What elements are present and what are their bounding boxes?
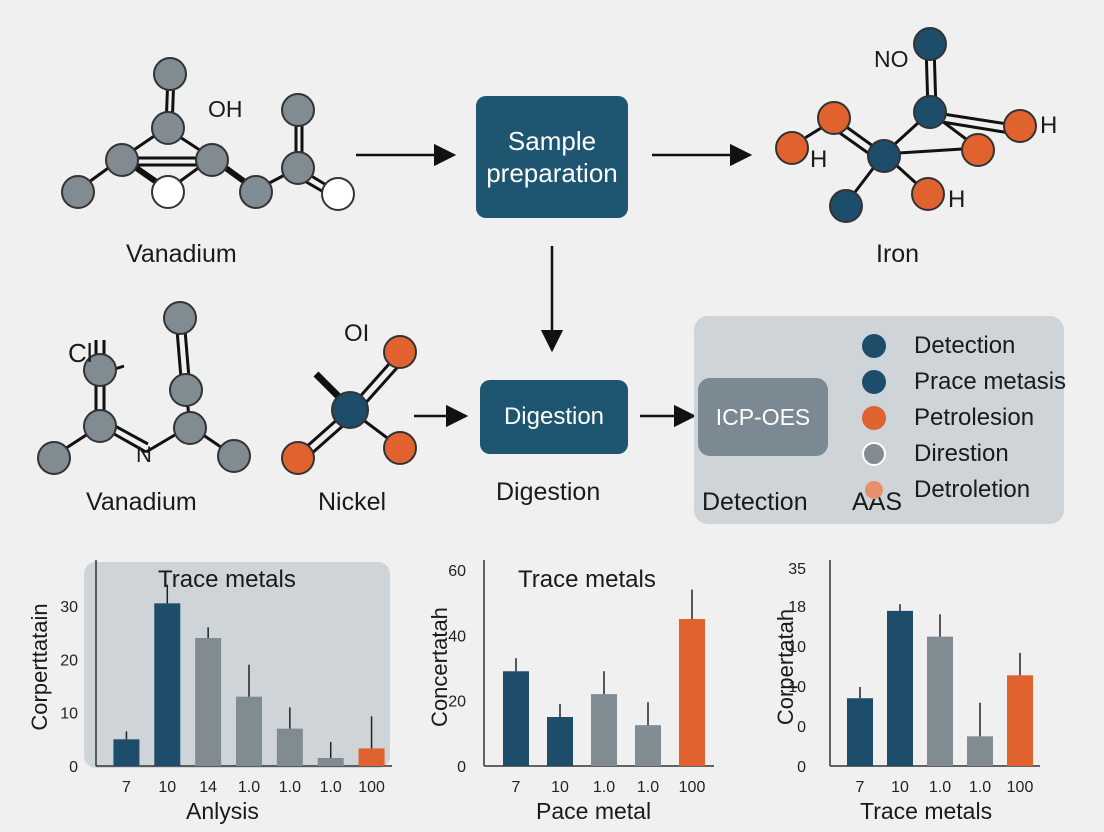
x-tick-label: 10 bbox=[158, 779, 176, 796]
legend-item: Detroletion bbox=[862, 476, 1030, 504]
x-tick-label: 1.0 bbox=[238, 779, 260, 796]
icp-oes-box: ICP-OES bbox=[698, 378, 828, 456]
vanadium-label-mid: Vanadium bbox=[86, 488, 197, 516]
nickel-label: Nickel bbox=[318, 488, 387, 516]
legend-label: Detection bbox=[914, 332, 1016, 359]
x-tick-label: 10 bbox=[551, 779, 569, 796]
legend-item: Detection bbox=[862, 332, 1015, 360]
flow-arrows bbox=[356, 143, 753, 428]
x-tick-label: 1.0 bbox=[969, 779, 991, 796]
legend-dot-icon bbox=[862, 370, 886, 394]
bar bbox=[358, 748, 385, 766]
bar bbox=[547, 717, 573, 766]
chart-1-xlabel: Anlysis bbox=[186, 798, 259, 824]
legend-label: Detroletion bbox=[914, 476, 1031, 503]
bar bbox=[317, 758, 344, 766]
y-tick-label: 18 bbox=[788, 599, 806, 616]
oi-label: OI bbox=[344, 320, 370, 347]
x-tick-label: 1.0 bbox=[593, 779, 615, 796]
chart-2: 0 20 40 60 7 10 1.0 1.0 100 bbox=[448, 560, 714, 796]
x-tick-label: 1.0 bbox=[320, 779, 342, 796]
x-tick-label: 1.0 bbox=[279, 779, 301, 796]
x-tick-label: 1.0 bbox=[637, 779, 659, 796]
digestion-label: Digestion bbox=[496, 478, 601, 506]
x-tick-label: 7 bbox=[512, 779, 521, 796]
bar bbox=[591, 694, 617, 766]
y-tick-label: 30 bbox=[60, 599, 78, 616]
chart-3-ylabel: Corpertatah bbox=[773, 608, 798, 726]
bar bbox=[236, 696, 262, 766]
legend-item: Direstion bbox=[862, 440, 1009, 468]
detection-label: Detection bbox=[702, 488, 808, 516]
h-label-left: H bbox=[810, 146, 828, 173]
x-tick-label: 1.0 bbox=[929, 779, 951, 796]
y-tick-label: 0 bbox=[457, 759, 466, 776]
x-tick-label: 10 bbox=[891, 779, 909, 796]
bar bbox=[967, 736, 993, 766]
y-tick-label: 40 bbox=[448, 628, 466, 645]
chart-2-title: Trace metals bbox=[518, 566, 656, 593]
bar bbox=[154, 603, 181, 766]
bar bbox=[887, 610, 913, 766]
x-tick-label: 7 bbox=[122, 779, 131, 796]
cl-label: Cl bbox=[68, 338, 93, 368]
chart-2-xlabel: Pace metal bbox=[536, 798, 652, 824]
digestion-box: Digestion bbox=[480, 380, 628, 454]
bar bbox=[927, 636, 953, 766]
iron-label: Iron bbox=[876, 240, 920, 268]
vanadium-label-top: Vanadium bbox=[126, 240, 237, 268]
legend-dot-icon bbox=[865, 481, 883, 499]
legend-dot-icon bbox=[862, 334, 886, 358]
bar bbox=[679, 619, 705, 766]
x-tick-label: 14 bbox=[199, 779, 217, 796]
sample-preparation-box: Sample preparation bbox=[476, 96, 628, 218]
y-tick-label: 10 bbox=[60, 706, 78, 723]
h-label-right: H bbox=[1040, 112, 1058, 139]
y-tick-label: 20 bbox=[448, 694, 466, 711]
y-tick-label: 60 bbox=[448, 563, 466, 580]
bar bbox=[1007, 675, 1033, 766]
legend-item: Prace metasis bbox=[862, 368, 1066, 396]
legend-label: Petrolesion bbox=[914, 404, 1035, 431]
bar bbox=[113, 739, 140, 766]
y-tick-label: 20 bbox=[60, 652, 78, 669]
n-label: N bbox=[136, 442, 152, 467]
legend-label: Direstion bbox=[914, 440, 1009, 467]
legend-dot-icon bbox=[862, 442, 886, 466]
chart-1-ylabel: Corperttatain bbox=[27, 603, 52, 731]
y-tick-label: 0 bbox=[69, 759, 78, 776]
chart-1: 0 10 20 30 7 10 14 1.0 1.0 1.0 100 bbox=[60, 560, 392, 796]
bar bbox=[635, 725, 661, 766]
chart-3-xlabel: Trace metals bbox=[860, 798, 993, 824]
y-tick-label: 10 bbox=[788, 639, 806, 656]
oh-label: OH bbox=[208, 96, 243, 122]
legend-dot-icon bbox=[862, 406, 886, 430]
x-tick-label: 100 bbox=[358, 779, 385, 796]
y-tick-label: 0 bbox=[797, 719, 806, 736]
x-tick-label: 100 bbox=[679, 779, 706, 796]
y-tick-label: 35 bbox=[788, 561, 806, 578]
chart-1-title: Trace metals bbox=[158, 566, 296, 593]
diagram-canvas bbox=[37, 27, 1037, 475]
legend-item: Petrolesion bbox=[862, 404, 1034, 432]
h-label-bottom: H bbox=[948, 186, 966, 213]
y-tick-label: 10 bbox=[788, 679, 806, 696]
bar bbox=[503, 671, 529, 766]
chart-3: 0 0 10 10 18 35 7 10 1.0 1.0 100 bbox=[788, 560, 1040, 796]
bar bbox=[195, 638, 222, 766]
y-tick-label: 0 bbox=[797, 759, 806, 776]
no-label: NO bbox=[874, 46, 909, 72]
bar bbox=[276, 728, 303, 766]
bar bbox=[847, 698, 873, 766]
chart-2-ylabel: Concertatah bbox=[427, 607, 452, 727]
x-tick-label: 100 bbox=[1007, 779, 1034, 796]
legend-label: Prace metasis bbox=[914, 368, 1067, 395]
x-tick-label: 7 bbox=[856, 779, 865, 796]
